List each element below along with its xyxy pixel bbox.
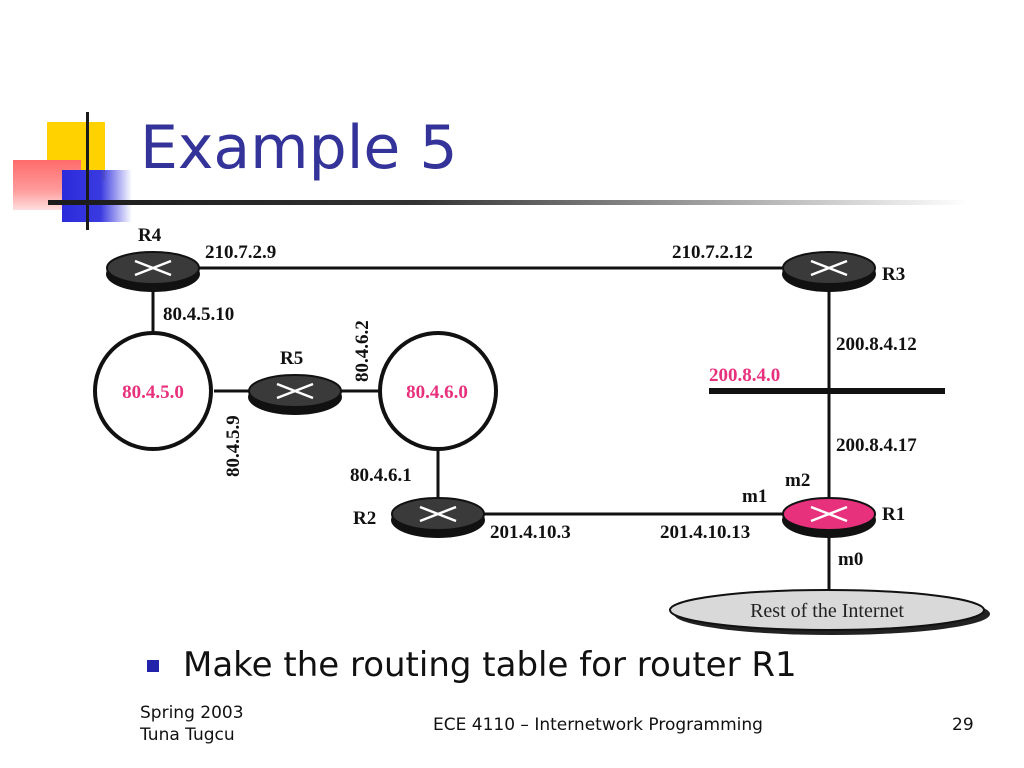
router-r2-icon [391,497,485,538]
router-label-r1: R1 [882,504,905,525]
internet-cloud [669,589,990,635]
network-circle-80-4-5-0 [93,331,213,451]
addr-80-4-5-10: 80.4.5.10 [163,304,234,325]
addr-80-4-6-2: 80.4.6.2 [352,320,373,382]
bullet-text: Make the routing table for router R1 [183,645,797,685]
interface-m1: m1 [742,486,767,507]
addr-200-8-4-12: 200.8.4.12 [836,334,917,355]
bullet-square-icon [147,660,159,672]
router-label-r2: R2 [353,508,376,529]
addr-80-4-5-9: 80.4.5.9 [223,415,244,477]
decor-blue-square [62,170,132,222]
network-label-80-4-6-0: 80.4.6.0 [406,382,468,403]
network-diagram: R4 R3 R5 R2 R1 80.4.5.0 80.4.6.0 200.8.4… [93,225,990,635]
router-label-r4: R4 [138,225,162,246]
router-r5-icon [248,374,342,415]
footer-left: Spring 2003 Tuna Tugcu [140,702,244,746]
router-r3-icon [782,251,876,292]
title-underline [48,200,968,205]
router-label-r3: R3 [882,264,905,285]
addr-80-4-6-1: 80.4.6.1 [350,465,412,486]
router-r4-icon [106,251,200,292]
addr-201-4-10-13: 201.4.10.13 [660,522,750,543]
router-r1-icon [782,497,876,538]
interface-m0: m0 [838,549,863,570]
footer-author: Tuna Tugcu [140,725,235,745]
addr-201-4-10-3: 201.4.10.3 [490,522,571,543]
footer-page-number: 29 [952,715,974,735]
slide-title: Example 5 [140,113,458,183]
router-label-r5: R5 [280,348,303,369]
network-label-80-4-5-0: 80.4.5.0 [122,382,184,403]
interface-m2: m2 [785,470,810,491]
footer-semester: Spring 2003 [140,703,244,723]
addr-210-7-2-12: 210.7.2.12 [672,242,753,263]
network-label-200-8-4-0: 200.8.4.0 [709,365,780,386]
footer-course: ECE 4110 – Internetwork Programming [433,715,763,735]
decor-vertical-line [86,112,89,230]
internet-label: Rest of the Internet [750,600,904,622]
network-circle-80-4-6-0 [378,331,498,451]
addr-210-7-2-9: 210.7.2.9 [205,242,276,263]
addr-200-8-4-17: 200.8.4.17 [836,435,917,456]
